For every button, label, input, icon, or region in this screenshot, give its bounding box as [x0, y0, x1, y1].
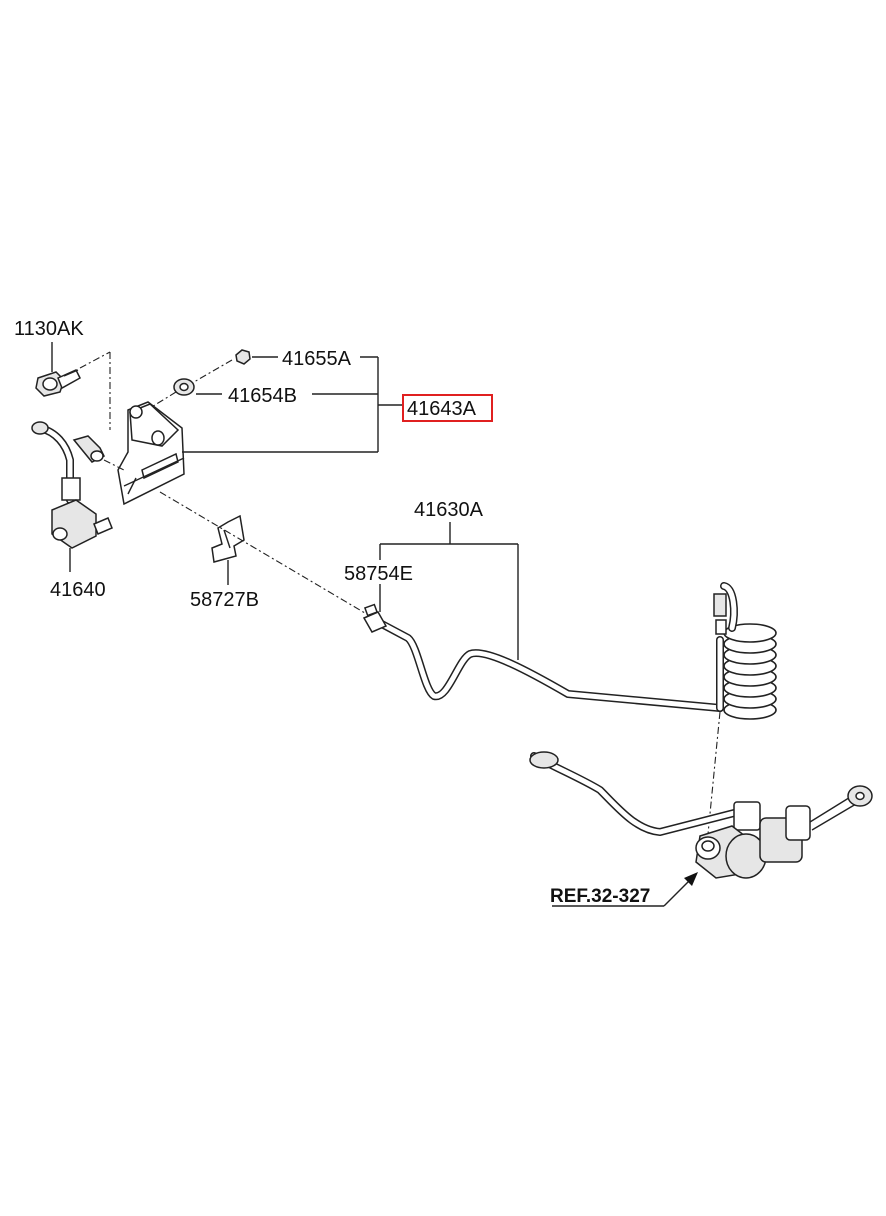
master-cylinder [529, 751, 873, 879]
group-pipe-lines [379, 522, 519, 660]
fitting-41640[interactable] [31, 421, 113, 549]
pipe-coil [713, 582, 777, 720]
label-41655A: 41655A [282, 348, 352, 370]
highlight-box-41643A [402, 394, 493, 422]
nut-41655A[interactable] [235, 349, 251, 365]
label-ref: REF.32-327 [550, 886, 650, 907]
label-58754E: 58754E [344, 563, 413, 585]
label-41654B: 41654B [228, 385, 297, 407]
dashline-coil [707, 711, 721, 835]
dashline-fitting [103, 459, 125, 471]
pipe-41630A[interactable] [362, 603, 724, 712]
clip-58727B[interactable] [211, 514, 245, 563]
dashline-bolt [79, 351, 111, 369]
dashline-washer [149, 391, 177, 409]
washer-41654B[interactable] [173, 378, 195, 396]
label-1130AK: 1130AK [14, 318, 84, 340]
dashline-main [159, 491, 371, 617]
bolt-1130AK[interactable] [35, 342, 81, 397]
ref-leader [552, 872, 698, 907]
label-41643A[interactable]: 41643A [407, 398, 477, 420]
bracket-41643A[interactable] [117, 401, 185, 506]
label-41640: 41640 [50, 579, 106, 601]
label-58727B: 58727B [190, 589, 259, 611]
group-bracket-lines [182, 356, 402, 453]
label-41630A: 41630A [414, 499, 484, 521]
dashline-nut [193, 359, 233, 383]
